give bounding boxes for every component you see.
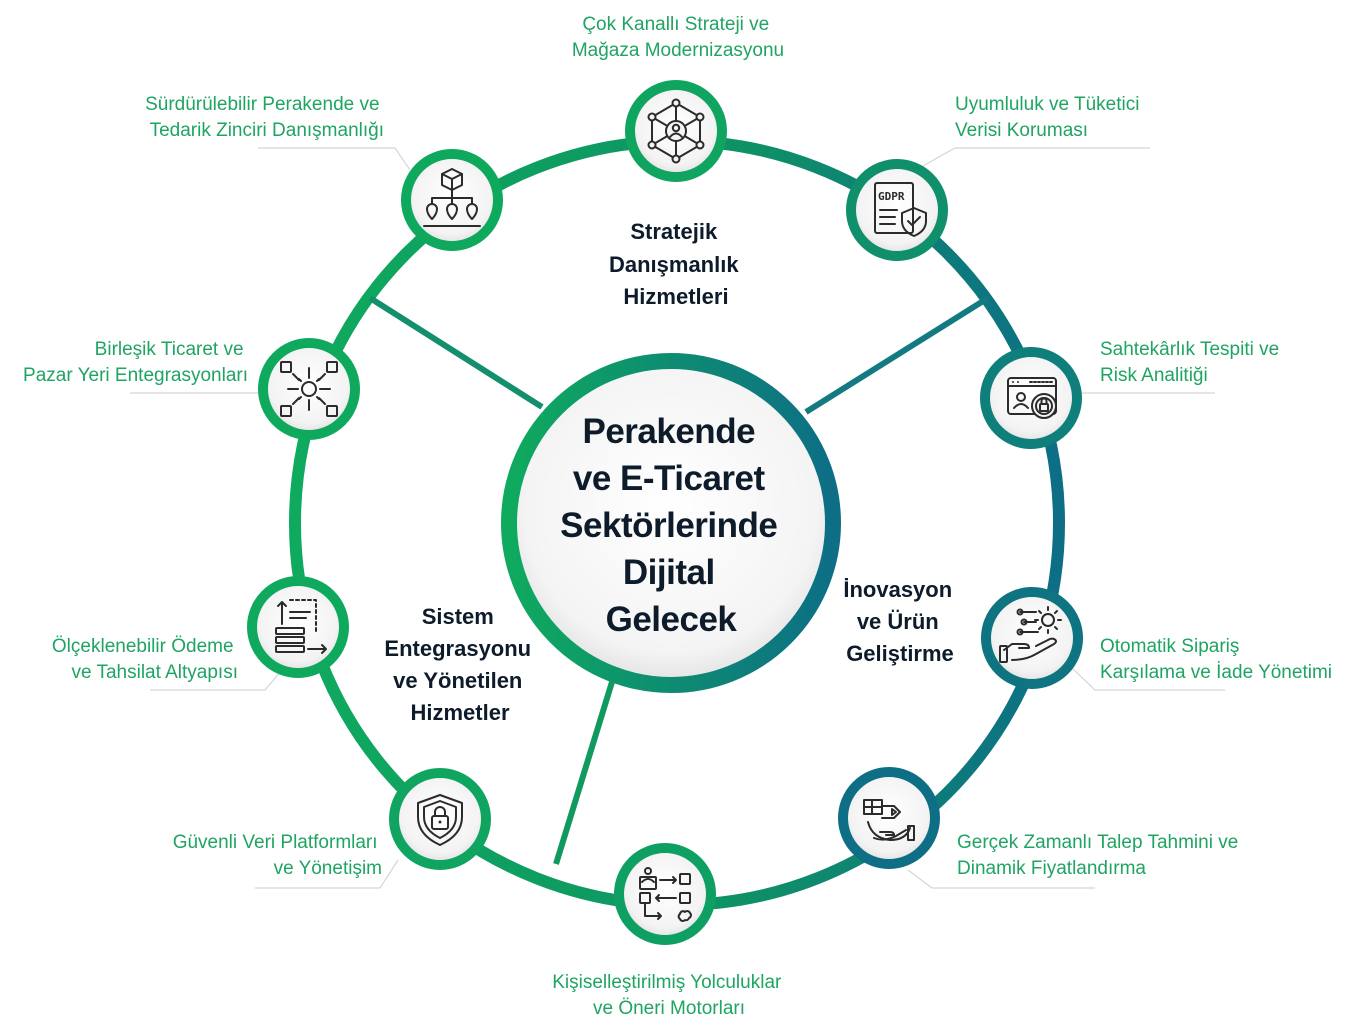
label-line: Kişiselleştirilmiş Yolculuklar <box>552 972 782 993</box>
payment-infrastructure-icon <box>275 599 327 654</box>
label-line: Pazar Yeri Entegrasyonları <box>23 365 248 386</box>
label-line: Uyumluluk ve Tüketici <box>955 94 1139 115</box>
label-line: Mağaza Modernizasyonu <box>572 40 784 61</box>
label-line: Dinamik Fiyatlandırma <box>957 858 1146 879</box>
label-line: Sahtekârlık Tespiti ve <box>1100 339 1279 360</box>
section-title-line: Sistem <box>422 604 494 629</box>
section-title-line: Geliştirme <box>846 641 954 666</box>
section-title-line: Hizmetler <box>410 700 509 725</box>
node-demand <box>838 767 940 869</box>
divider-bottom <box>553 681 615 865</box>
node-unified-commerce <box>258 338 360 440</box>
label-line: Güvenli Veri Platformları <box>173 832 378 853</box>
node-secure-data <box>389 768 491 870</box>
leader-gercek <box>907 869 1095 889</box>
journey-flow-icon <box>639 867 692 922</box>
fraud-detection-icon <box>1007 377 1057 419</box>
label-line: ve Tahsilat Altyapısı <box>71 662 238 683</box>
gdpr-document-icon: GDPR <box>874 182 927 237</box>
section-title-line: Danışmanlık <box>609 252 739 277</box>
section-title-integration: Sistem Entegrasyonu ve Yönetilen Hizmetl… <box>384 604 535 725</box>
label-line: ve Öneri Motorları <box>593 998 745 1019</box>
section-title-line: Hizmetleri <box>623 284 728 309</box>
label-compliance: Uyumluluk ve Tüketici Verisi Koruması <box>955 94 1144 141</box>
section-title-strategic: Stratejik Danışmanlık Hizmetleri <box>609 219 743 309</box>
label-fraud: Sahtekârlık Tespiti ve Risk Analitiği <box>1100 339 1284 386</box>
node-omnichannel <box>625 80 727 182</box>
label-demand: Gerçek Zamanlı Talep Tahmini ve Dinamik … <box>957 832 1243 879</box>
section-title-line: ve Ürün <box>857 609 939 634</box>
node-compliance: GDPR <box>846 159 948 261</box>
center-title-line: Dijital <box>623 553 715 592</box>
label-omnichannel: Çok Kanallı Strateji ve Mağaza Moderniza… <box>572 14 784 61</box>
leader-surdurulebilir <box>258 147 411 171</box>
node-fulfillment <box>981 587 1083 689</box>
center-title-line: Perakende <box>582 412 755 451</box>
security-shield-icon <box>417 794 463 846</box>
label-line: Sürdürülebilir Perakende ve <box>145 94 379 115</box>
label-line: Çok Kanallı Strateji ve <box>582 14 769 35</box>
label-line: Otomatik Sipariş <box>1100 636 1239 657</box>
label-line: Ölçeklenebilir Ödeme <box>52 636 234 657</box>
node-sustainable <box>401 149 503 251</box>
section-title-line: ve Yönetilen <box>393 668 522 693</box>
center-title-line: Gelecek <box>606 600 738 639</box>
svg-text:GDPR: GDPR <box>878 190 905 203</box>
label-fulfillment: Otomatik Sipariş Karşılama ve İade Yönet… <box>1100 636 1332 683</box>
label-sustainable: Sürdürülebilir Perakende ve Tedarik Zinc… <box>145 94 384 141</box>
divider-top-left <box>368 295 544 410</box>
label-personalization: Kişiselleştirilmiş Yolculuklar ve Öneri … <box>552 972 786 1019</box>
demand-pricing-icon <box>863 799 915 841</box>
node-fraud <box>980 347 1082 449</box>
center-title-line: ve E-Ticaret <box>573 459 766 498</box>
label-secure-data: Güvenli Veri Platformları ve Yönetişim <box>173 832 382 879</box>
label-line: Verisi Koruması <box>955 120 1088 141</box>
section-dividers <box>368 295 990 865</box>
leader-uyumluluk <box>911 147 1150 173</box>
section-title-line: İnovasyon <box>843 577 952 602</box>
node-payment <box>247 576 349 678</box>
integration-gear-icon <box>280 361 338 417</box>
supply-chain-icon <box>423 168 481 227</box>
label-line: ve Yönetişim <box>274 858 382 879</box>
label-line: Birleşik Ticaret ve <box>95 339 244 360</box>
leader-lines <box>130 147 1225 889</box>
label-line: Karşılama ve İade Yönetimi <box>1100 662 1332 683</box>
label-line: Risk Analitiği <box>1100 365 1208 386</box>
label-payment: Ölçeklenebilir Ödeme ve Tahsilat Altyapı… <box>52 636 238 683</box>
section-title-line: Stratejik <box>630 219 718 244</box>
center-title: Perakende ve E-Ticaret Sektörlerinde Dij… <box>560 412 782 639</box>
label-unified-commerce: Birleşik Ticaret ve Pazar Yeri Entegrasy… <box>23 339 248 386</box>
hand-gear-icon <box>999 606 1062 663</box>
leader-guvenli <box>255 859 399 889</box>
label-line: Gerçek Zamanlı Talep Tahmini ve <box>957 832 1238 853</box>
label-line: Tedarik Zinciri Danışmanlığı <box>150 120 384 141</box>
section-title-innovation: İnovasyon ve Ürün Geliştirme <box>843 577 956 666</box>
section-title-line: Entegrasyonu <box>384 636 531 661</box>
divider-top-right <box>804 295 990 415</box>
center-title-line: Sektörlerinde <box>560 506 777 545</box>
node-personalization <box>614 843 716 945</box>
center-circle <box>501 353 841 693</box>
network-user-icon <box>647 98 705 164</box>
leader-otomatik <box>1071 667 1225 691</box>
